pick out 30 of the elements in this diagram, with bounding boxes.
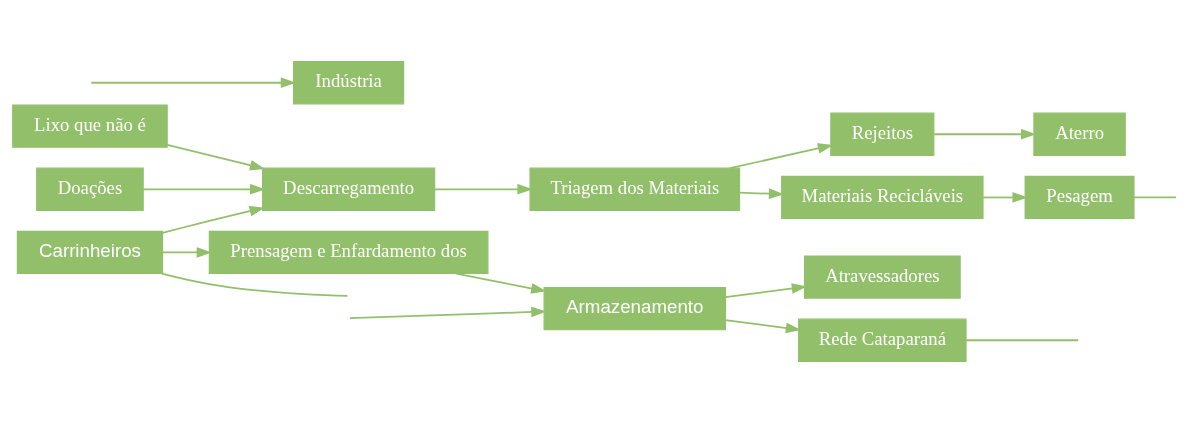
connector xyxy=(161,272,349,297)
arrow xyxy=(738,188,785,200)
connector xyxy=(965,339,1080,342)
node-box: Rejeitos xyxy=(830,112,935,156)
arrow xyxy=(724,319,801,334)
node-box: Materiais Recicláveis xyxy=(781,175,984,220)
node-box: Carrinheiros xyxy=(16,230,164,275)
node-box: Triagem dos Materiais xyxy=(529,167,741,211)
node-box: Atravessadores xyxy=(803,255,961,299)
arrow xyxy=(982,192,1028,203)
node-box: Indústria xyxy=(293,61,405,105)
connector xyxy=(1133,196,1177,199)
node-box: Lixo que não é xyxy=(12,104,168,148)
arrow xyxy=(455,272,547,294)
arrow xyxy=(434,183,533,195)
arrow xyxy=(933,128,1037,140)
arrow xyxy=(724,283,807,298)
node-box: Aterro xyxy=(1033,112,1126,156)
arrow xyxy=(729,143,834,170)
node-box: Doações xyxy=(36,167,144,211)
node-box: Pesagem xyxy=(1024,175,1135,220)
arrow xyxy=(90,77,296,89)
arrow xyxy=(161,247,212,258)
arrow xyxy=(166,143,266,171)
node-box: Rede Cataparaná xyxy=(798,318,967,362)
arrow xyxy=(161,205,265,234)
node-box: Prensagem e Enfardamento dos xyxy=(208,230,489,275)
node-box: Armazenamento xyxy=(543,287,727,331)
arrow xyxy=(348,306,547,319)
node-box: Descarregamento xyxy=(262,167,436,211)
